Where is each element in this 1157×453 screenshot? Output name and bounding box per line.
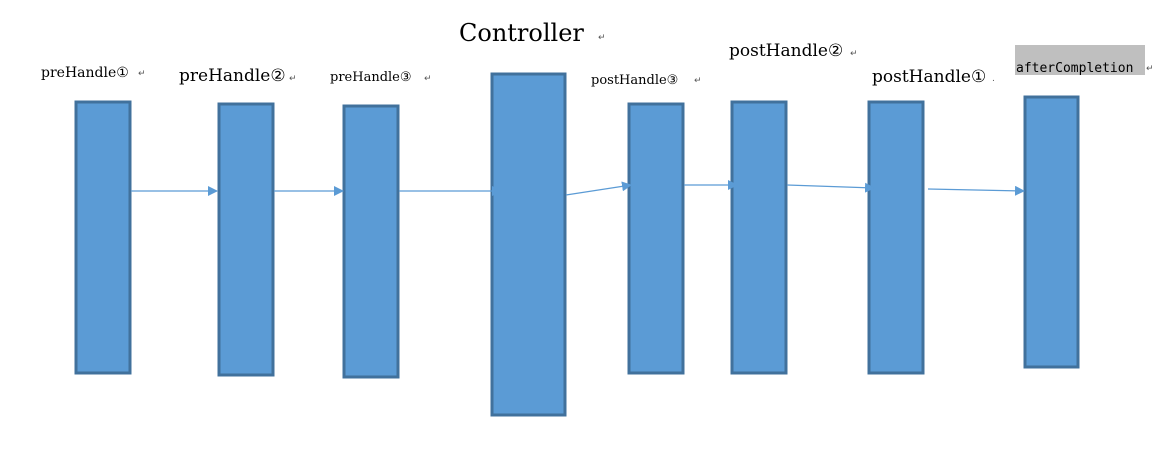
return-mark: ↵	[138, 69, 146, 79]
arrow-post1-to-aftercompletion	[927, 185, 1025, 196]
return-mark: ↵	[850, 49, 858, 59]
controller-box	[490, 72, 567, 417]
aftercompletion-label: afterCompletion	[1016, 61, 1133, 76]
arrow-post2-to-post1	[786, 182, 875, 193]
prehandle-1-box	[74, 100, 132, 375]
posthandle-3-box	[627, 102, 685, 375]
prehandle-2-label: preHandle②	[179, 66, 286, 86]
aftercompletion-highlight	[1015, 45, 1145, 75]
posthandle-3-label: postHandle③	[591, 73, 678, 88]
return-mark: ↵	[289, 74, 297, 84]
prehandle-3-box	[342, 104, 400, 379]
posthandle-1-box	[867, 100, 925, 375]
prehandle-3-label: preHandle③	[330, 70, 412, 85]
controller-title: Controller	[459, 19, 584, 47]
dot-mark: .	[992, 74, 995, 84]
return-mark: ↵	[1146, 64, 1154, 74]
prehandle-2-box	[217, 102, 275, 377]
return-mark: ↵	[598, 33, 606, 43]
posthandle-2-label: postHandle②	[729, 41, 843, 61]
posthandle-2-box	[730, 100, 788, 375]
return-mark: ↵	[424, 74, 432, 84]
return-mark: ↵	[694, 76, 702, 86]
arrow-controller-to-post3	[565, 181, 632, 196]
prehandle-1-label: preHandle①	[41, 65, 129, 81]
aftercompletion-box	[1023, 95, 1080, 369]
posthandle-1-label: postHandle①	[872, 67, 986, 87]
